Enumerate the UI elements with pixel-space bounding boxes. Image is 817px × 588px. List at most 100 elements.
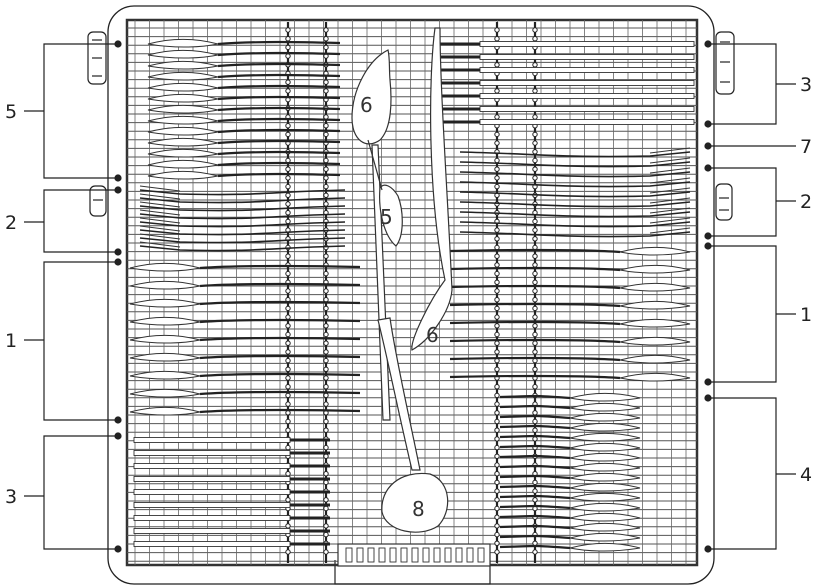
comb-tooth — [495, 532, 499, 536]
knife-blade — [134, 542, 290, 547]
comb-tooth — [495, 515, 499, 519]
comb-tooth — [324, 367, 328, 371]
knife-blade — [480, 55, 694, 60]
comb-tooth — [324, 532, 328, 536]
comb-tooth — [286, 524, 290, 528]
comb-tooth — [286, 193, 290, 197]
comb-tooth — [286, 324, 290, 328]
comb-tooth — [495, 419, 499, 423]
comb-tooth — [495, 402, 499, 406]
comb-tooth — [286, 498, 290, 502]
comb-tooth — [495, 228, 499, 232]
comb-tooth — [495, 271, 499, 275]
callout-label-left-2: 2 — [5, 212, 17, 234]
comb-tooth — [495, 541, 499, 545]
comb-tooth — [495, 28, 499, 32]
comb-tooth — [324, 315, 328, 319]
comb-tooth — [286, 376, 290, 380]
callout-right-4 — [705, 395, 796, 552]
comb-tooth — [286, 367, 290, 371]
comb-tooth — [533, 437, 537, 441]
comb-tooth — [495, 184, 499, 188]
comb-tooth — [533, 158, 537, 162]
comb-tooth — [324, 393, 328, 397]
basket-slot — [401, 548, 407, 562]
comb-tooth — [495, 454, 499, 458]
comb-tooth — [495, 428, 499, 432]
comb-tooth — [495, 341, 499, 345]
basket-slot — [467, 548, 473, 562]
comb-tooth — [286, 445, 290, 449]
comb-tooth — [495, 132, 499, 136]
comb-tooth — [533, 315, 537, 319]
comb-tooth — [495, 411, 499, 415]
comb-tooth — [286, 271, 290, 275]
comb-tooth — [533, 306, 537, 310]
callout-label-right-2: 2 — [800, 191, 812, 213]
comb-tooth — [286, 45, 290, 49]
callout-label-right-7: 7 — [800, 136, 812, 158]
label-ladle-mid: 6 — [426, 323, 439, 347]
comb-tooth — [533, 254, 537, 258]
comb-tooth — [324, 419, 328, 423]
comb-tooth — [495, 315, 499, 319]
comb-tooth — [286, 211, 290, 215]
callout-label-left-5: 5 — [5, 101, 17, 123]
comb-tooth — [286, 80, 290, 84]
callout-label-right-4: 4 — [800, 464, 812, 486]
comb-tooth — [533, 350, 537, 354]
comb-tooth — [533, 228, 537, 232]
comb-tooth — [495, 445, 499, 449]
knife-blade — [480, 81, 694, 86]
comb-tooth — [495, 37, 499, 41]
comb-tooth — [533, 489, 537, 493]
comb-tooth — [324, 524, 328, 528]
callout-label-right-1: 1 — [800, 304, 812, 326]
comb-tooth — [286, 472, 290, 476]
comb-tooth — [286, 124, 290, 128]
basket-slot — [412, 548, 418, 562]
left-clip-top — [88, 32, 106, 84]
comb-tooth — [286, 289, 290, 293]
label-spatula: 5 — [380, 205, 393, 229]
comb-tooth — [495, 298, 499, 302]
knife-blade — [134, 438, 290, 443]
comb-tooth — [533, 367, 537, 371]
comb-tooth — [495, 506, 499, 510]
comb-tooth — [324, 550, 328, 554]
comb-tooth — [495, 89, 499, 93]
basket-slot — [390, 548, 396, 562]
comb-tooth — [533, 280, 537, 284]
knife-blade — [480, 94, 694, 99]
comb-tooth — [324, 80, 328, 84]
comb-tooth — [533, 411, 537, 415]
comb-tooth — [324, 124, 328, 128]
comb-tooth — [495, 550, 499, 554]
callout-label-left-3: 3 — [5, 486, 17, 508]
comb-tooth — [286, 550, 290, 554]
comb-tooth — [324, 28, 328, 32]
comb-tooth — [286, 402, 290, 406]
knife-blade — [134, 451, 290, 456]
comb-tooth — [533, 150, 537, 154]
comb-tooth — [286, 393, 290, 397]
comb-tooth — [286, 341, 290, 345]
comb-tooth — [286, 428, 290, 432]
basket-slot — [445, 548, 451, 562]
comb-tooth — [286, 315, 290, 319]
comb-tooth — [495, 463, 499, 467]
comb-tooth — [324, 271, 328, 275]
comb-tooth — [533, 263, 537, 267]
comb-tooth — [533, 63, 537, 67]
comb-tooth — [495, 158, 499, 162]
comb-tooth — [324, 184, 328, 188]
comb-tooth — [495, 472, 499, 476]
comb-tooth — [495, 115, 499, 119]
comb-tooth — [533, 237, 537, 241]
comb-tooth — [495, 280, 499, 284]
comb-tooth — [495, 480, 499, 484]
comb-tooth — [495, 437, 499, 441]
comb-tooth — [324, 472, 328, 476]
comb-tooth — [533, 167, 537, 171]
knife-blade — [134, 516, 290, 521]
